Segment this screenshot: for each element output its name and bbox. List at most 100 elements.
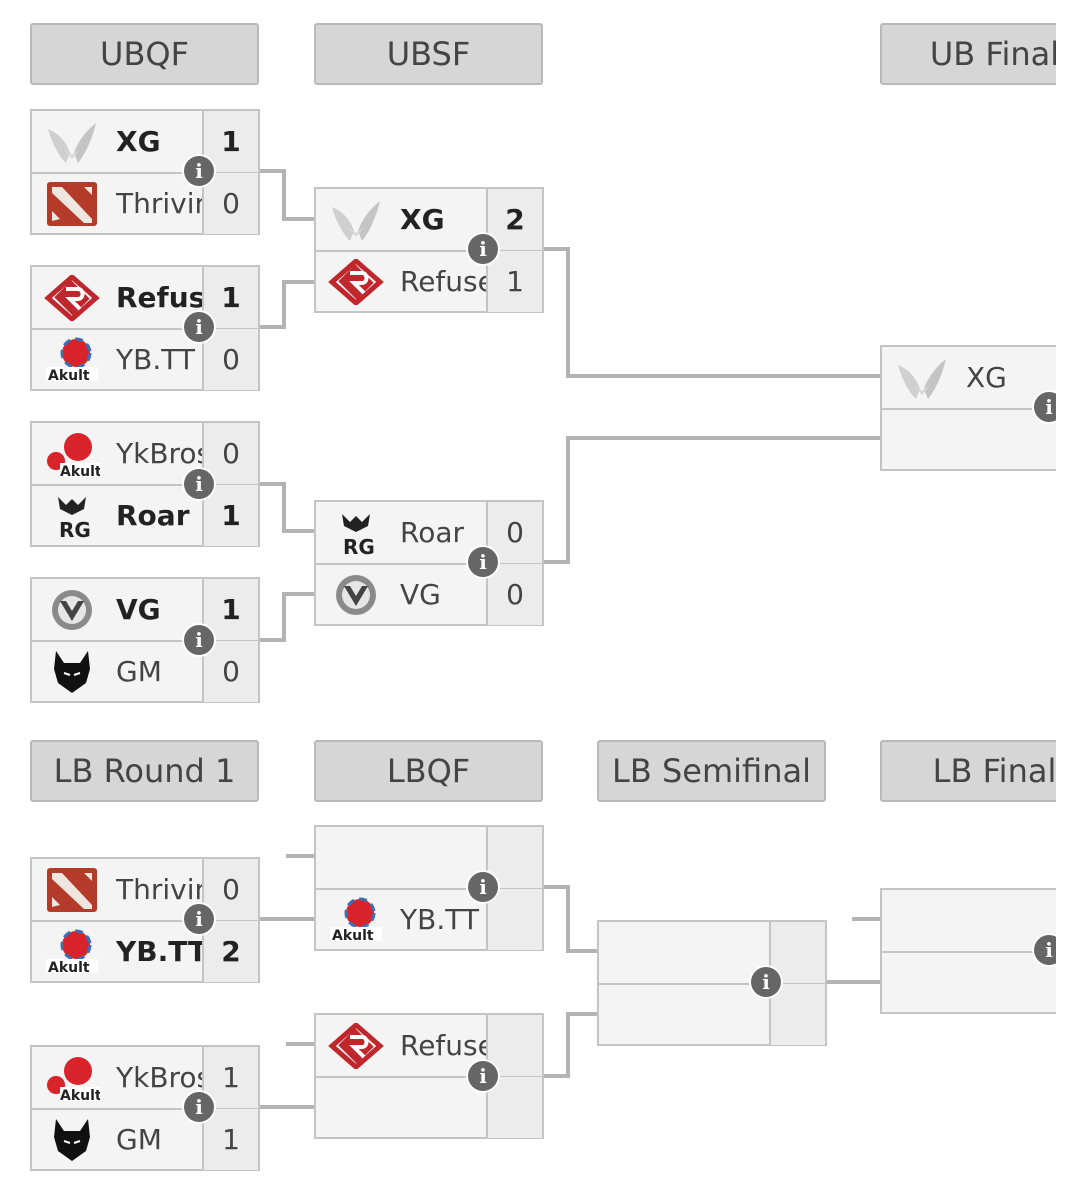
match-lb-round1-1[interactable]: Thriving 0 Akult YB.TT 2 — [30, 857, 260, 983]
round-header-ubqf: UBQF — [30, 23, 259, 85]
vg-logo-icon — [328, 572, 384, 618]
team-name: YkBros — [116, 1061, 204, 1094]
ybtt-logo-icon: Akult — [44, 929, 100, 975]
team-name: YB.TT — [116, 935, 204, 968]
viewport-edge — [1056, 0, 1079, 1193]
team-name: XG — [966, 361, 1007, 394]
team-name: YB.TT — [116, 343, 195, 376]
team-score: 0 — [202, 641, 258, 702]
team-name: Thriving — [116, 187, 204, 220]
match-info-icon[interactable]: i — [184, 904, 214, 934]
match-slot-bottom[interactable]: GM 0 — [32, 641, 258, 702]
xg-logo-icon — [328, 197, 384, 243]
match-slot-bottom[interactable]: Akult YB.TT 2 — [32, 921, 258, 982]
match-info-icon[interactable]: i — [184, 625, 214, 655]
match-slot-top[interactable]: RG Roar 0 — [316, 502, 542, 565]
match-slot-bottom[interactable]: Akult YB.TT — [316, 889, 542, 950]
match-lbqf-1[interactable]: Akult YB.TT — [314, 825, 544, 951]
match-slot-top[interactable] — [882, 890, 1079, 953]
team-score — [486, 1015, 542, 1076]
svg-text:Akult: Akult — [60, 1088, 100, 1101]
team-name: XG — [400, 203, 445, 236]
team-name: Roar — [400, 516, 464, 549]
round-header-lb-round-1: LB Round 1 — [30, 740, 259, 802]
team-score: 1 — [202, 1109, 258, 1170]
xg-logo-icon — [44, 119, 100, 165]
match-slot-top[interactable]: Akult YkBros 1 — [32, 1047, 258, 1110]
match-slot-top[interactable]: VG 1 — [32, 579, 258, 642]
match-slot-bottom[interactable] — [316, 1077, 542, 1138]
match-slot-top[interactable]: Refuse 1 — [32, 267, 258, 330]
match-ubqf-1[interactable]: XG 1 Thriving 0 — [30, 109, 260, 235]
match-ubsf-2[interactable]: RG Roar 0 VG 0 — [314, 500, 544, 626]
match-info-icon[interactable]: i — [751, 967, 781, 997]
match-lbqf-2[interactable]: Refuse — [314, 1013, 544, 1139]
team-name: Roar — [116, 499, 190, 532]
team-score: 0 — [202, 173, 258, 234]
match-slot-top[interactable]: XG 2 — [316, 189, 542, 252]
match-slot-top[interactable] — [599, 922, 825, 985]
match-info-icon[interactable]: i — [184, 156, 214, 186]
ykbros-logo-icon: Akult — [44, 431, 100, 477]
match-info-icon[interactable]: i — [468, 547, 498, 577]
match-slot-top[interactable]: Akult YkBros 0 — [32, 423, 258, 486]
team-score: 0 — [202, 329, 258, 390]
team-score: 1 — [486, 251, 542, 312]
team-score — [486, 1077, 542, 1138]
match-slot-bottom[interactable]: VG 0 — [316, 564, 542, 625]
match-lb-semifinal[interactable] — [597, 920, 827, 1046]
svg-text:Akult: Akult — [48, 368, 90, 383]
svg-text:Akult: Akult — [332, 928, 374, 943]
match-ubqf-2[interactable]: Refuse 1 Akult YB.TT 0 — [30, 265, 260, 391]
ykbros-logo-icon: Akult — [44, 1055, 100, 1101]
match-slot-bottom[interactable]: RG Roar 1 — [32, 485, 258, 546]
match-slot-bottom[interactable]: Thriving 0 — [32, 173, 258, 234]
round-header-lb-final: LB Final — [880, 740, 1079, 802]
match-info-icon[interactable]: i — [184, 469, 214, 499]
refuse-logo-icon — [44, 275, 100, 321]
dota-logo-icon — [44, 867, 100, 913]
team-name: GM — [116, 655, 162, 688]
match-slot-top[interactable]: XG — [882, 347, 1079, 410]
match-slot-top[interactable]: Refuse — [316, 1015, 542, 1078]
match-info-icon[interactable]: i — [468, 1061, 498, 1091]
match-slot-bottom[interactable]: Akult YB.TT 0 — [32, 329, 258, 390]
refuse-logo-icon — [328, 259, 384, 305]
team-name: Thriving — [116, 873, 204, 906]
match-slot-top[interactable] — [316, 827, 542, 890]
round-header-lbqf: LBQF — [314, 740, 543, 802]
match-ubqf-3[interactable]: Akult YkBros 0 RG Roar 1 — [30, 421, 260, 547]
roar-logo-icon: RG — [44, 493, 100, 539]
ybtt-logo-icon: Akult — [44, 337, 100, 383]
match-slot-top[interactable]: Thriving 0 — [32, 859, 258, 922]
match-info-icon[interactable]: i — [184, 312, 214, 342]
svg-text:Akult: Akult — [48, 960, 90, 975]
match-slot-bottom[interactable] — [599, 984, 825, 1045]
team-score: 0 — [202, 423, 258, 484]
team-name: Refuse — [400, 265, 488, 298]
refuse-logo-icon — [328, 1023, 384, 1069]
match-slot-bottom[interactable]: Refuse 1 — [316, 251, 542, 312]
xg-logo-icon — [894, 355, 950, 401]
vg-logo-icon — [44, 587, 100, 633]
team-score: 2 — [202, 921, 258, 982]
match-slot-bottom[interactable]: GM 1 — [32, 1109, 258, 1170]
round-header-ub-final: UB Final — [880, 23, 1079, 85]
svg-text:RG: RG — [343, 535, 375, 556]
svg-text:RG: RG — [59, 518, 91, 539]
round-header-ubsf: UBSF — [314, 23, 543, 85]
match-info-icon[interactable]: i — [468, 234, 498, 264]
gm-lynx-logo-icon — [44, 649, 100, 695]
team-score: 0 — [486, 564, 542, 625]
team-score: 0 — [486, 502, 542, 563]
match-info-icon[interactable]: i — [184, 1092, 214, 1122]
match-lb-round1-2[interactable]: Akult YkBros 1 GM 1 — [30, 1045, 260, 1171]
match-ubsf-1[interactable]: XG 2 Refuse 1 — [314, 187, 544, 313]
match-ubqf-4[interactable]: VG 1 GM 0 — [30, 577, 260, 703]
roar-logo-icon: RG — [328, 510, 384, 556]
team-score — [769, 984, 825, 1045]
team-name: Refuse — [400, 1029, 488, 1062]
match-info-icon[interactable]: i — [468, 872, 498, 902]
match-slot-top[interactable]: XG 1 — [32, 111, 258, 174]
team-score: 1 — [202, 579, 258, 640]
